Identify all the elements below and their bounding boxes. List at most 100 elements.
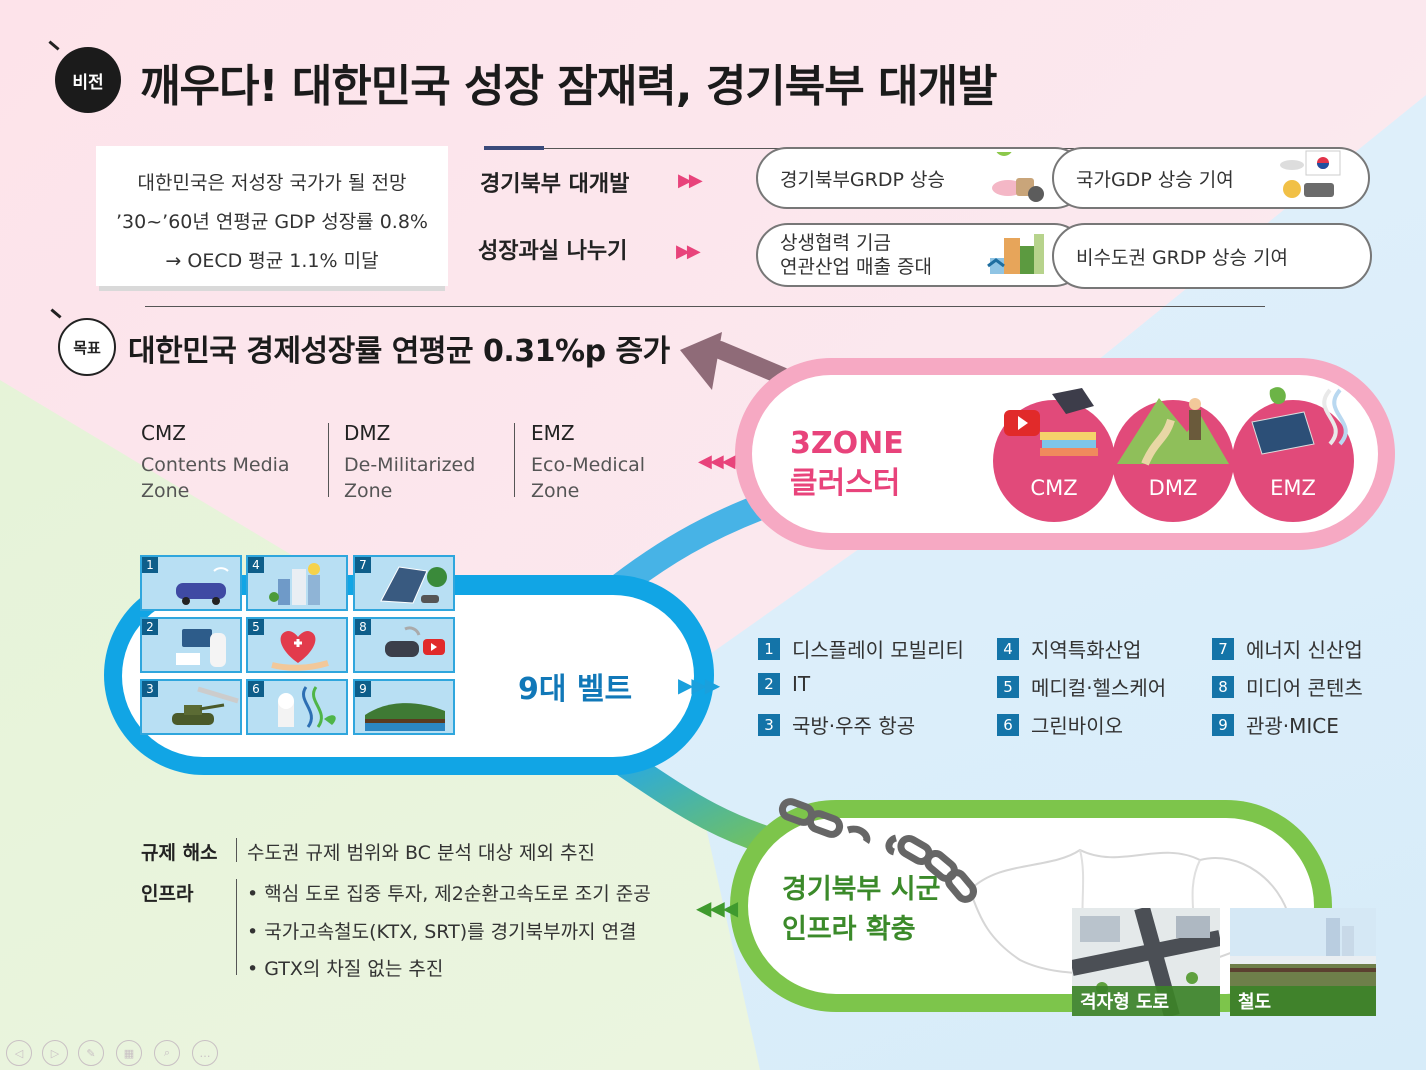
triple-right-arrow-icon: ▶▶▶ (678, 673, 720, 697)
infra-bullet-rail: • 국가고속철도(KTX, SRT)를 경기북부까지 연결 (247, 921, 637, 943)
belt-tile-number: 5 (248, 619, 264, 635)
outlook-box: 대한민국은 저성장 국가가 될 전망 ’30~’60년 연평균 GDP 성장률 … (96, 146, 448, 286)
prev-icon[interactable]: ◁ (6, 1040, 32, 1066)
triple-left-arrow-icon: ◀◀◀ (696, 896, 738, 920)
belt-item-label: 그린바이오 (1031, 714, 1123, 738)
zone-full-cmz-line2: Zone (141, 480, 190, 502)
belt-tile-it: 2 (140, 617, 242, 673)
pill-gdp-contribution-label: 국가GDP 상승 기여 (1076, 168, 1234, 191)
outlook-line-1: 대한민국은 저성장 국가가 될 전망 (137, 172, 407, 194)
belt-item-defense: 3 국방·우주 항공 (758, 710, 915, 739)
belt-title: 9대 벨트 (518, 672, 633, 707)
pill-fund-line-1: 상생협력 기금 (780, 232, 891, 254)
goal-title: 대한민국 경제성장률 연평균 0.31%p 증가 (128, 334, 670, 369)
pill-non-capital-label: 비수도권 GRDP 상승 기여 (1076, 246, 1288, 269)
belt-item-number: 3 (758, 713, 780, 736)
double-arrow-icon: ▶▶ (678, 170, 703, 191)
infra-separator (236, 879, 237, 975)
grid-road-photo: 격자형 도로 (1072, 908, 1220, 1016)
divider-accent (484, 146, 544, 150)
regulation-text: 수도권 규제 범위와 BC 분석 대상 제외 추진 (247, 842, 595, 864)
pen-icon[interactable]: ✎ (78, 1040, 104, 1066)
korea-flag-coins-icon (1276, 149, 1342, 201)
more-icon[interactable]: … (192, 1040, 218, 1066)
belt-item-number: 2 (758, 673, 780, 695)
triple-left-arrow-icon: ◀◀◀ (698, 451, 736, 472)
infra-label: 인프라 (141, 883, 194, 905)
zone-abbr-emz: EMZ (531, 421, 575, 445)
belt-item-label: 지역특화산업 (1031, 638, 1142, 662)
infra-bullet-road: • 핵심 도로 집중 투자, 제2순환고속도로 조기 준공 (247, 883, 651, 905)
belt-tile-mobility: 1 (140, 555, 242, 611)
zone-separator (514, 423, 515, 497)
zone-abbr-dmz: DMZ (344, 421, 391, 445)
belt-tile-defense: 3 (140, 679, 242, 735)
zone-circle-cmz-label: CMZ (1030, 476, 1078, 500)
page-title: 깨우다! 대한민국 성장 잠재력, 경기북부 대개발 (140, 61, 997, 112)
pill-grdp-rise-label: 경기북부GRDP 상승 (780, 168, 945, 191)
belt-tile-number: 4 (248, 557, 264, 573)
belt-tile-energy: 7 (353, 555, 455, 611)
belt-tile-number: 7 (355, 557, 371, 573)
infra-bullet-gtx: • GTX의 차질 없는 추진 (247, 958, 444, 980)
zone-full-dmz-line2: Zone (344, 480, 393, 502)
belt-tile-number: 6 (248, 681, 264, 697)
zone-circle-dmz-label: DMZ (1148, 476, 1198, 500)
row-label-sharing: 성장과실 나누기 (478, 239, 628, 264)
belt-item-number: 4 (997, 637, 1019, 660)
grid-road-label: 격자형 도로 (1072, 986, 1220, 1016)
belt-tile-number: 1 (142, 557, 158, 573)
city-buildings-icon (986, 228, 1054, 278)
cluster-title-line2: 클러스터 (790, 466, 901, 501)
belt-item-medical: 5 메디컬·헬스케어 (997, 672, 1166, 701)
railway-label: 철도 (1230, 986, 1376, 1016)
infra-title-line1: 경기북부 시군 (782, 874, 941, 905)
zone-abbr-cmz: CMZ (141, 421, 186, 445)
pill-non-capital: 비수도권 GRDP 상승 기여 (1052, 223, 1372, 289)
pill-gdp-contribution: 국가GDP 상승 기여 (1052, 147, 1370, 209)
railway-photo: 철도 (1230, 908, 1376, 1016)
belt-item-number: 5 (997, 675, 1019, 698)
media-books-icon (1000, 382, 1110, 462)
belt-item-regional: 4 지역특화산업 (997, 634, 1141, 663)
zone-full-cmz-line1: Contents Media (141, 454, 290, 476)
belt-item-display: 1 디스플레이 모빌리티 (758, 634, 964, 663)
grid-icon[interactable]: ▦ (116, 1040, 142, 1066)
belt-item-label: 국방·우주 항공 (792, 714, 916, 738)
belt-tile-number: 8 (355, 619, 371, 635)
belt-tile-number: 2 (142, 619, 158, 635)
hiker-mountain-icon (1115, 380, 1231, 466)
row-label-development: 경기북부 대개발 (480, 172, 630, 197)
outlook-line-2: ’30~’60년 연평균 GDP 성장률 0.8% (116, 211, 428, 233)
regulation-separator (236, 838, 237, 862)
belt-tile-number: 3 (142, 681, 158, 697)
double-arrow-icon: ▶▶ (676, 241, 701, 262)
zone-full-emz-line2: Zone (531, 480, 580, 502)
belt-tile-tourism: 9 (353, 679, 455, 735)
belt-item-label: 디스플레이 모빌리티 (792, 638, 964, 662)
next-icon[interactable]: ▷ (42, 1040, 68, 1066)
outlook-line-3: → OECD 평균 1.1% 미달 (165, 250, 379, 272)
belt-item-number: 9 (1212, 713, 1234, 736)
belt-item-number: 8 (1212, 675, 1234, 698)
belt-tile-media: 8 (353, 617, 455, 673)
goal-badge: 목표 (58, 318, 116, 376)
zone-circle-emz-label: EMZ (1270, 476, 1316, 500)
zone-full-dmz-line1: De-Militarized (344, 454, 476, 476)
zone-separator (328, 423, 329, 497)
regulation-label: 규제 해소 (141, 842, 218, 864)
belt-item-greenbio: 6 그린바이오 (997, 710, 1123, 739)
money-map-icon (990, 138, 1046, 204)
cluster-title-line1: 3ZONE (790, 426, 904, 461)
belt-item-label: IT (792, 672, 811, 696)
zoom-icon[interactable]: ⌕ (154, 1040, 180, 1066)
solar-dna-icon (1240, 382, 1358, 464)
belt-item-number: 6 (997, 713, 1019, 736)
belt-item-number: 1 (758, 637, 780, 660)
belt-item-label: 관광·MICE (1246, 714, 1339, 738)
belt-tile-regional: 4 (246, 555, 348, 611)
belt-item-label: 메디컬·헬스케어 (1031, 676, 1167, 700)
